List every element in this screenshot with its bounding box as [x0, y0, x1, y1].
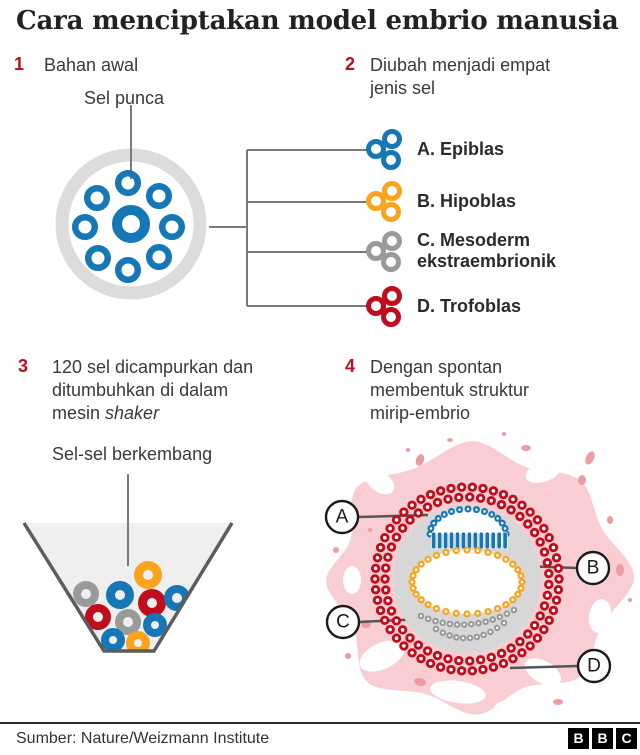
trophoblast-cells-icon — [366, 286, 402, 327]
source-credit: Sumber: Nature/Weizmann Institute — [16, 730, 270, 747]
stem-cell-label: Sel punca — [84, 88, 165, 108]
bbc-logo-block: C — [616, 728, 637, 749]
cell-type-item-hypoblast: B. Hipoblas — [366, 180, 607, 222]
shaker-funnel-diagram — [22, 474, 234, 653]
label-d: D — [587, 656, 601, 677]
cells-grow-label: Sel-sel berkembang — [52, 444, 213, 464]
cell-type-item-mesoderm: C. Mesoderm ekstraembrionik — [366, 230, 607, 272]
stem-cell-dish-diagram — [55, 105, 368, 307]
label-c: C — [336, 612, 350, 633]
step-1-text: Bahan awal — [44, 55, 139, 75]
step-1-number: 1 — [14, 54, 25, 74]
cell-type-label: B. Hipoblas — [417, 190, 517, 211]
mesoderm-cells-icon — [366, 231, 402, 272]
label-b: B — [587, 558, 600, 579]
cell-type-item-trophoblast: D. Trofoblas — [366, 285, 607, 327]
step-3-text: 120 sel dicampurkan dan ditumbuhkan di d… — [52, 357, 254, 423]
embryo-model-diagram: A B C D — [324, 432, 634, 716]
label-badge-circles — [324, 499, 612, 684]
label-a: A — [336, 507, 349, 528]
step-3-number: 3 — [18, 356, 29, 376]
cell-type-label: C. Mesoderm ekstraembrionik — [417, 230, 557, 271]
step-2-text: Diubah menjadi empat jenis sel — [370, 55, 551, 98]
step-3-italic-word: shaker — [105, 403, 160, 423]
footer-divider — [0, 722, 640, 724]
epiblast-cells-icon — [366, 129, 402, 170]
step-4-text: Dengan spontan membentuk struktur mirip-… — [370, 357, 530, 423]
cell-type-label: D. Trofoblas — [417, 295, 522, 316]
embryo-body — [370, 482, 564, 676]
cell-type-label: A. Epiblas — [417, 138, 505, 159]
step-2-number: 2 — [345, 54, 356, 74]
bbc-logo: B B C — [568, 728, 637, 749]
hypoblast-cells-icon — [366, 181, 402, 222]
cell-type-item-epiblast: A. Epiblas — [366, 128, 607, 170]
step-4-number: 4 — [345, 356, 356, 376]
bbc-logo-block: B — [568, 728, 589, 749]
page-title: Cara menciptakan model embrio manusia — [16, 6, 619, 36]
bbc-logo-block: B — [592, 728, 613, 749]
